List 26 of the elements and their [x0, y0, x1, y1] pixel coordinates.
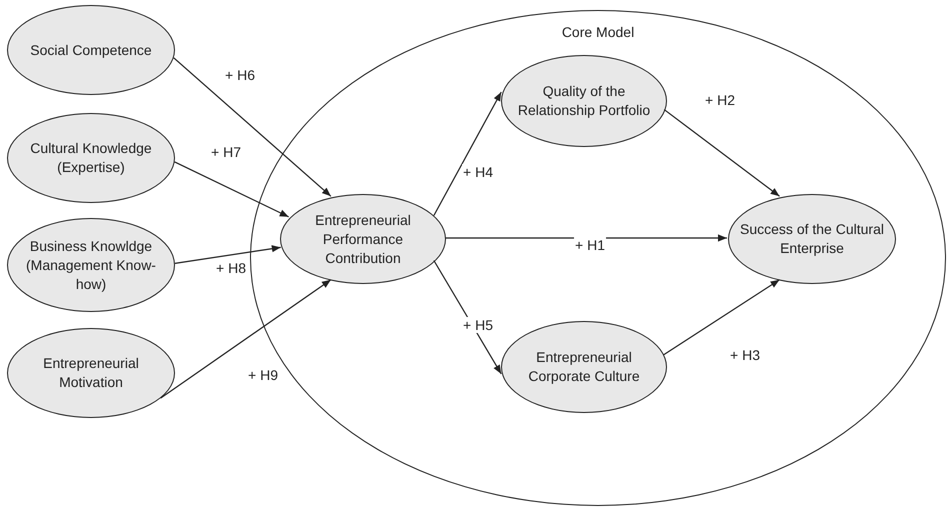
edge-label: + H8	[215, 260, 247, 276]
arrow	[664, 109, 780, 197]
construct-label: Success of the Cultural Enterprise	[740, 220, 884, 258]
arrow	[174, 245, 281, 264]
arrow	[445, 234, 727, 242]
construct-label: Entrepreneurial Corporate Culture	[527, 348, 641, 386]
construct-label: Social Competence	[30, 40, 152, 60]
arrow	[174, 161, 289, 218]
edge-label: + H7	[210, 144, 242, 160]
construct-label: Cultural Knowledge (Expertise)	[29, 139, 153, 177]
construct-label: Entrepreneurial Performance Contribution	[314, 210, 412, 268]
edge-label: + H4	[462, 164, 494, 180]
edge-label: + H6	[224, 67, 256, 83]
group-title: Core Model	[562, 23, 634, 42]
edge-label: + H1	[574, 237, 606, 253]
arrow	[433, 92, 502, 216]
arrow	[173, 57, 332, 197]
edge-label: + H5	[462, 317, 494, 333]
construct-label: Quality of the Relationship Portfolio	[516, 82, 652, 120]
arrow	[663, 279, 780, 356]
edge-label: + H2	[704, 92, 736, 108]
arrow	[160, 279, 332, 399]
edge-label: + H3	[729, 347, 761, 363]
construct-label: Entrepreneurial Motivation	[42, 354, 140, 392]
edge-label: + H9	[247, 367, 279, 383]
construct-label: Business Knowldge (Management Know-how)	[25, 236, 157, 294]
